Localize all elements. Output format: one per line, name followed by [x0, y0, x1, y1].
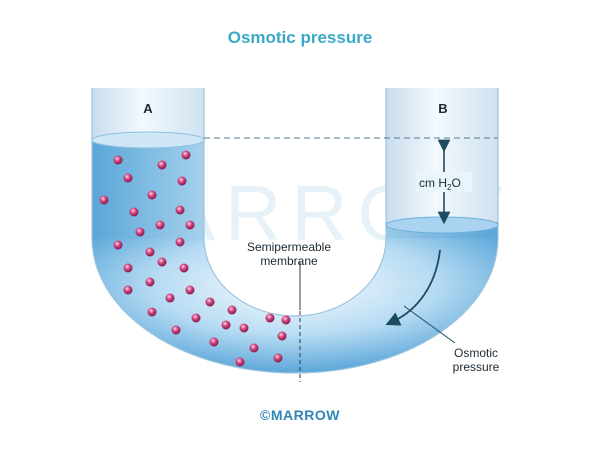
credit-text: ©MARROW: [260, 407, 340, 423]
membrane-label-line2: membrane: [260, 254, 318, 268]
pressure-arrow: [385, 249, 441, 326]
solute-particle: [177, 176, 187, 186]
pressure-label-line1: Osmotic: [454, 346, 498, 360]
solute-particle: [145, 277, 155, 287]
solute-particle: [277, 331, 287, 341]
membrane-label-line1: Semipermeable: [247, 240, 331, 254]
solute-particle: [265, 313, 275, 323]
solute-particle: [147, 190, 157, 200]
solute-particle: [191, 313, 201, 323]
surface-a: [91, 131, 205, 149]
solute-particle: [185, 285, 195, 295]
solute-particle: [147, 307, 157, 317]
solute-particle: [235, 357, 245, 367]
solute-particle: [155, 220, 165, 230]
solute-particle: [209, 337, 219, 347]
height-unit-label: cm H2O: [419, 176, 461, 192]
solute-particle: [145, 247, 155, 257]
height-unit-suffix: O: [451, 176, 460, 190]
arm-a-label: A: [143, 101, 153, 116]
tube-inner-wall: [203, 88, 387, 317]
solute-particle: [221, 320, 231, 330]
solute-particle: [179, 263, 189, 273]
pressure-label-line2: pressure: [453, 360, 500, 374]
solute-particle: [239, 323, 249, 333]
solute-particle: [157, 160, 167, 170]
solute-particle: [175, 205, 185, 215]
solution-bend: [92, 238, 498, 373]
solute-particle: [123, 173, 133, 183]
surface-b: [385, 216, 499, 234]
solute-particle: [113, 240, 123, 250]
solute-particle: [123, 263, 133, 273]
arm-b-label: B: [438, 101, 447, 116]
height-unit-sub: 2: [447, 183, 452, 192]
solute-particle: [171, 325, 181, 335]
solute-particle: [181, 150, 191, 160]
solute-particle: [129, 207, 139, 217]
pressure-leader: [403, 305, 456, 344]
solute-particles: [99, 150, 291, 367]
diagram-title: Osmotic pressure: [227, 28, 373, 47]
solute-particle: [135, 227, 145, 237]
height-label-bg: [416, 172, 472, 192]
solute-particle: [99, 195, 109, 205]
solute-particle: [249, 343, 259, 353]
solute-particle: [175, 237, 185, 247]
solute-particle: [157, 257, 167, 267]
solute-particle: [185, 220, 195, 230]
solute-particle: [113, 155, 123, 165]
solute-particle: [273, 353, 283, 363]
tube-outer-wall: [91, 88, 499, 374]
height-unit-prefix: cm H: [419, 176, 447, 190]
solute-particle: [205, 297, 215, 307]
solute-particle: [227, 305, 237, 315]
solute-particle: [123, 285, 133, 295]
solute-particle: [281, 315, 291, 325]
solute-particle: [165, 293, 175, 303]
